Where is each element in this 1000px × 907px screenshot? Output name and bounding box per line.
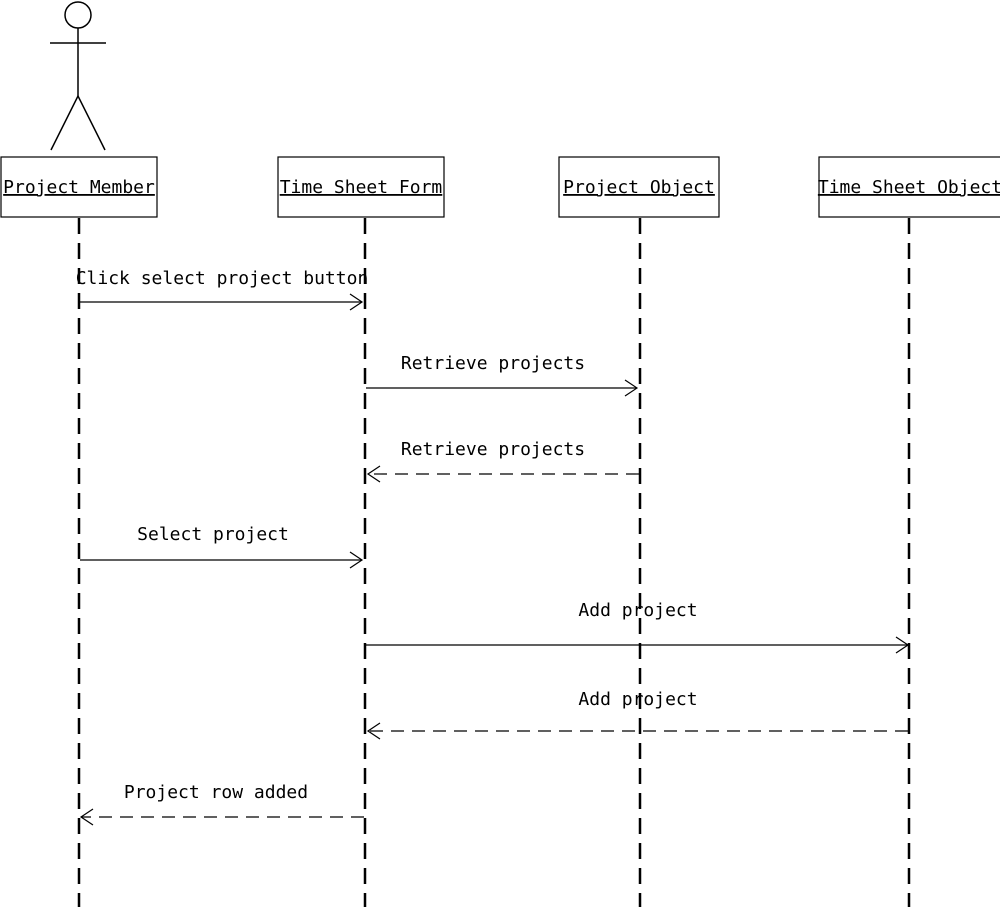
message-retrieve-projects-return	[366, 465, 639, 483]
message-label: Retrieve projects	[401, 353, 585, 374]
participant-label: Project Member	[3, 177, 155, 198]
message-label: Add project	[578, 689, 697, 710]
message-add-project-return	[366, 722, 908, 740]
message-project-row-added	[79, 808, 364, 826]
message-click-select-project	[80, 293, 364, 311]
stick-figure-icon	[50, 1, 106, 151]
participant-project-object: Project Object	[558, 156, 720, 218]
message-label: Retrieve projects	[401, 439, 585, 460]
message-add-project-call	[366, 636, 910, 654]
message-label: Add project	[578, 600, 697, 621]
participant-time-sheet-object: Time Sheet Object	[818, 156, 1000, 218]
participant-project-member: Project Member	[0, 156, 158, 218]
participant-time-sheet-form: Time Sheet Form	[277, 156, 445, 218]
message-label: Click select project button	[76, 268, 369, 289]
participant-label: Project Object	[563, 177, 715, 198]
participant-label: Time Sheet Object	[818, 177, 1000, 198]
message-retrieve-projects-call	[366, 379, 639, 397]
message-select-project	[80, 551, 364, 569]
message-label: Project row added	[124, 782, 308, 803]
message-label: Select project	[137, 524, 289, 545]
participant-label: Time Sheet Form	[280, 177, 443, 198]
